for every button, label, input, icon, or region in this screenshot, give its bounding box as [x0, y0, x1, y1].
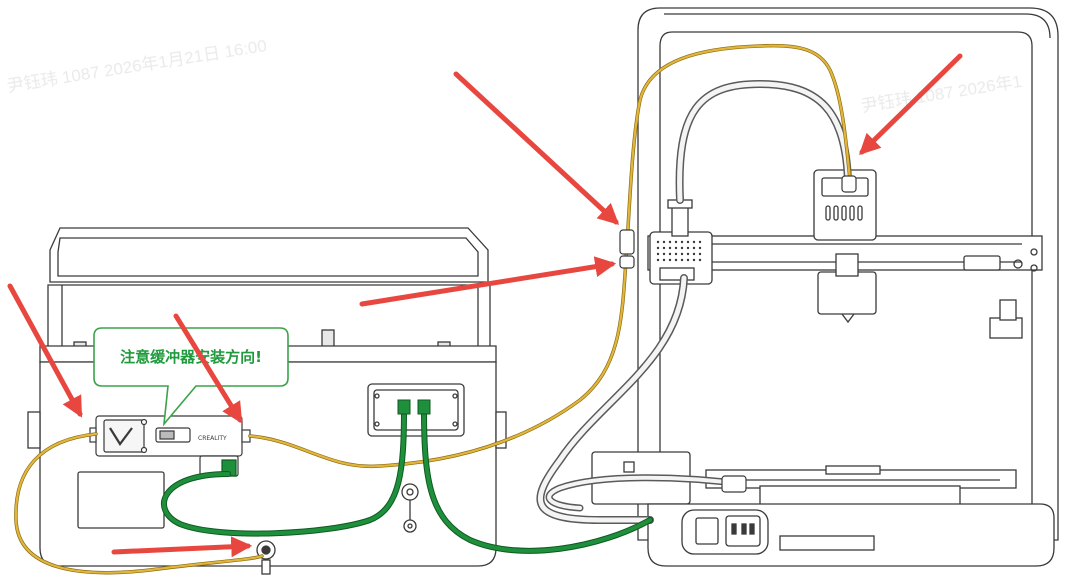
callout: 注意缓冲器安装方向!: [93, 327, 289, 427]
buffer-brand-text: CREALITY: [198, 435, 227, 442]
frame-clip-upper: [619, 229, 635, 255]
dryer-side-clip-left: [27, 411, 41, 449]
arrow-left-buffer-input: [7, 283, 83, 418]
dryer-lid-inner: [57, 237, 479, 277]
arrow-frame-lower-clip: [359, 256, 617, 307]
side-bracket: [989, 317, 1023, 339]
dryer-port-panel-inner: [373, 389, 459, 431]
port-connector-left: [397, 399, 411, 415]
sensor-coupler: [721, 475, 747, 493]
z-clamp: [671, 205, 689, 237]
frame-clip-lower: [619, 255, 635, 269]
watermarks: 尹钰玮 1087 2026年1月21日 16:00 尹钰玮 1087 2026年…: [6, 36, 1024, 116]
callout-text: 注意缓冲器安装方向!: [120, 348, 262, 366]
watermark-text-right: 尹钰玮 1087 2026年1: [860, 72, 1024, 116]
arrow-frame-upper-clip: [453, 71, 620, 225]
dryer-knob-top: [401, 483, 419, 501]
filament-path: [14, 43, 852, 575]
arrow-right-buffer-output: [173, 313, 243, 424]
dryer-label-window: [77, 471, 165, 529]
dryer-port-panel: [367, 383, 465, 437]
callout-bubble: [93, 327, 289, 427]
dryer-knob-bottom: [403, 519, 417, 533]
toolhead-inlet-fitting: [841, 175, 857, 193]
printer-frame: [637, 7, 1059, 541]
toolhead-board-connector: [659, 267, 695, 281]
vent-grid: [656, 240, 702, 262]
watermark-text-left: 尹钰玮 1087 2026年1月21日 16:00: [6, 36, 268, 96]
ptfe-tube-sensor: [547, 475, 744, 510]
green-cable-buffer: [162, 408, 406, 536]
spool-holder-stem: [261, 559, 271, 575]
port-connector-right: [417, 399, 431, 415]
arrow-toolhead-inlet: [858, 53, 963, 155]
buffer-v-mark: [109, 427, 133, 446]
dryer-box: [27, 227, 507, 575]
toolhead-vents: [825, 205, 863, 221]
green-cable-printer: [422, 408, 652, 553]
dryer-lid: [49, 227, 489, 283]
power-switch: [695, 517, 719, 545]
arrow-bottom-spool-holder: [111, 536, 253, 558]
filament-buffer: CREALITY: [89, 415, 251, 477]
annotation-arrows: [7, 53, 963, 558]
toolhead-lower: [817, 271, 877, 315]
base-vents: [779, 535, 875, 551]
nozzle: [841, 313, 855, 324]
filament-to-toolhead: [248, 44, 852, 468]
buffer-left-panel: [103, 419, 145, 453]
buffer-slider: [159, 430, 175, 440]
ptfe-tube-top: [677, 81, 851, 203]
gantry-belt-tensioner: [963, 255, 1001, 271]
dryer-side-clip-right: [495, 411, 507, 449]
green-cables: [161, 407, 653, 554]
ptfe-tubes: [536, 79, 852, 524]
filament-from-spool: [14, 432, 264, 574]
ptfe-tube-lower: [537, 275, 687, 523]
